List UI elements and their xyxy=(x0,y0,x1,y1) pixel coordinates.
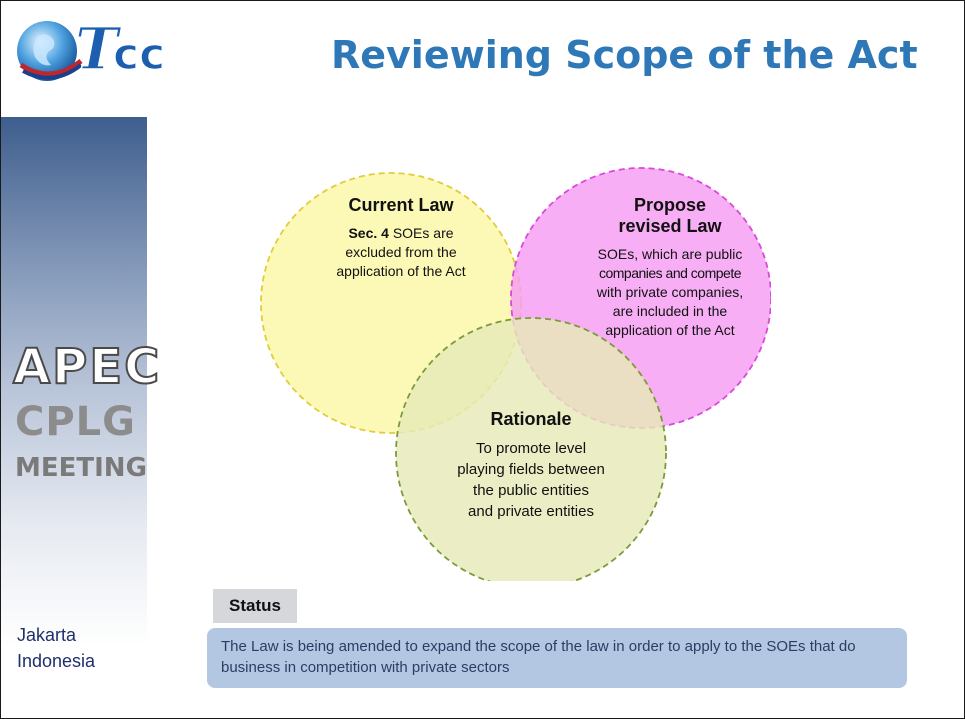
proposed-law-caption: Propose revised Law SOEs, which are publ… xyxy=(573,195,767,340)
rationale-line3: the public entities xyxy=(473,482,589,499)
proposed-law-line5: application of the Act xyxy=(605,322,735,338)
rationale-line1: To promote level xyxy=(475,440,587,457)
location-city: Jakarta xyxy=(17,625,77,645)
proposed-law-line2: companies and compete xyxy=(598,265,742,281)
proposed-law-line3: with private companies, xyxy=(596,284,744,300)
meeting-label: MEETING xyxy=(15,453,147,483)
otcc-logo: T cc xyxy=(17,14,166,84)
current-law-line1: SOEs are xyxy=(392,225,454,241)
rationale-caption: Rationale To promote level playing field… xyxy=(431,409,631,522)
proposed-law-line1: SOEs, which are public xyxy=(597,246,743,262)
current-law-line3: application of the Act xyxy=(336,263,466,279)
status-label: Status xyxy=(213,589,297,623)
location-country: Indonesia xyxy=(17,651,96,671)
current-law-section: Sec. 4 xyxy=(348,225,389,241)
circle-rationale xyxy=(395,317,667,581)
proposed-law-heading-2: revised Law xyxy=(618,216,722,236)
svg-text:T: T xyxy=(75,15,122,83)
slide-title: Reviewing Scope of the Act xyxy=(331,33,918,77)
proposed-law-line4: are included in the xyxy=(612,303,728,319)
current-law-line2: excluded from the xyxy=(345,244,457,260)
cplg-label: CPLG xyxy=(15,399,136,445)
proposed-law-heading-1: Propose xyxy=(633,195,707,215)
rationale-line4: and private entities xyxy=(468,503,594,520)
apec-label: APEC xyxy=(12,338,162,396)
rationale-line2: playing fields between xyxy=(457,461,605,478)
rationale-heading: Rationale xyxy=(490,409,572,429)
sidebar-gradient xyxy=(1,117,147,718)
svg-text:cc: cc xyxy=(113,29,165,80)
current-law-caption: Current Law Sec. 4 SOEs are excluded fro… xyxy=(309,195,493,281)
current-law-heading: Current Law xyxy=(348,195,454,215)
status-text: The Law is being amended to expand the s… xyxy=(207,628,907,688)
venn-diagram xyxy=(260,167,771,581)
